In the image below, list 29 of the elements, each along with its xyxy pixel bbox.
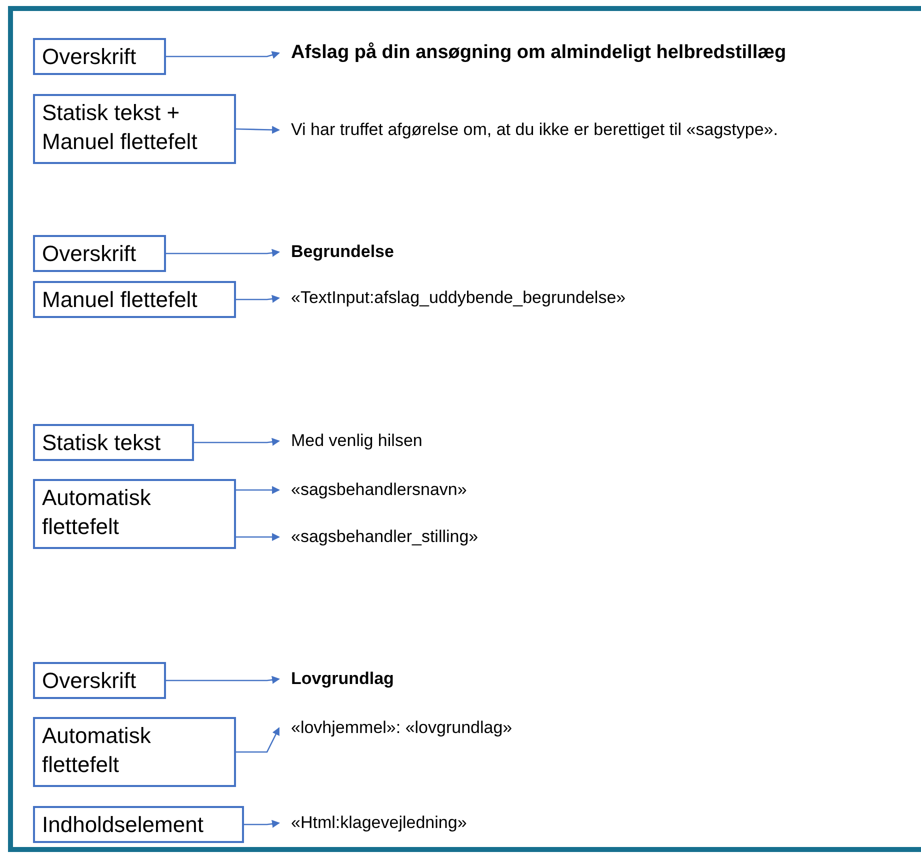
letter-text: «Html:klagevejledning» [291,812,467,834]
arrow [236,727,280,753]
element-type-box: Overskrift [33,235,166,272]
arrow [236,533,280,541]
arrow [236,294,280,303]
arrow [194,438,280,446]
element-type-box: Automatisk flettefelt [33,717,236,787]
letter-text: «sagsbehandlersnavn» [291,479,467,501]
element-type-box: Overskrift [33,38,166,75]
heading-text: Begrundelse [291,241,394,263]
letter-text: «sagsbehandler_stilling» [291,526,478,548]
arrow [236,486,280,494]
letter-text: «lovhjemmel»: «lovgrundlag» [291,717,512,739]
element-type-box: Automatisk flettefelt [33,479,236,549]
letter-text: Vi har truffet afgørelse om, at du ikke er berettiget til «sagstype». [291,119,778,141]
letter-text: Med venlig hilsen [291,430,422,452]
element-type-box: Overskrift [33,662,166,699]
element-type-box: Manuel flettefelt [33,281,236,318]
letter-text: «TextInput:afslag_uddybende_begrundelse» [291,287,626,309]
arrow [166,51,280,59]
element-type-box: Statisk tekst [33,424,194,461]
heading-text: Afslag på din ansøgning om almindeligt helbredstillæg [291,42,786,64]
arrow [244,820,280,828]
arrow [166,676,280,684]
arrow [166,248,280,257]
arrow [236,126,280,134]
element-type-box: Statisk tekst + Manuel flettefelt [33,94,236,164]
element-type-box: Indholdselement [33,806,244,843]
heading-text: Lovgrundlag [291,668,394,690]
